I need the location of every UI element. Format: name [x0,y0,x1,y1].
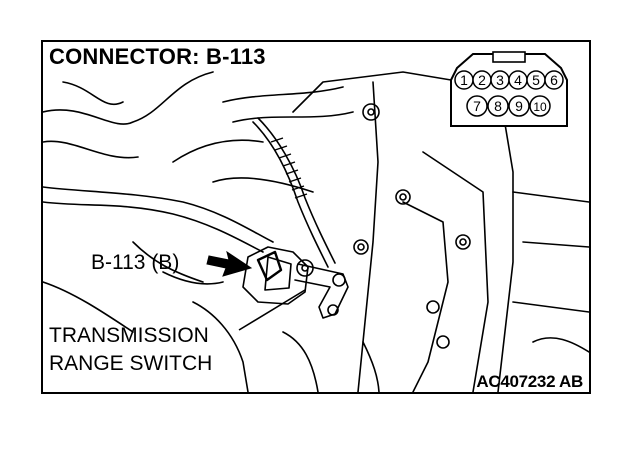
leader-line [238,289,306,331]
connector-pin [487,95,509,117]
connector-pin [466,95,488,117]
figure-code: AC407232 AB [476,372,583,391]
connector-pin-number: 4 [514,72,522,88]
connector-reference-label: B-113 (B) [91,251,180,274]
connector-pin-number: 10 [533,100,547,114]
diagram-frame: CONNECTOR: B-113 B-113 (B) TRANSMISSION … [41,40,591,394]
connector-pin [529,95,551,117]
range-switch-body [242,246,309,305]
connector-pin [508,95,530,117]
connector-pin [544,70,564,90]
connector-pin-number: 5 [532,72,540,88]
connector-pin-number: 3 [496,72,504,88]
pointer-arrow [206,250,253,277]
connector-pin-number: 8 [494,98,502,114]
component-name-line-2: RANGE SWITCH [49,352,213,375]
connector-housing [450,53,568,127]
engine-illustration [43,71,589,392]
connector-pin-number: 9 [515,98,523,114]
connector-plug [256,250,283,282]
component-name-line-1: TRANSMISSION [49,324,209,347]
connector-pin-number: 6 [550,72,558,88]
connector-pin-number: 1 [460,72,468,88]
connector-title: CONNECTOR: B-113 [49,44,266,69]
connector-pin-number: 2 [478,72,486,88]
connector-pin-number: 7 [473,98,481,114]
